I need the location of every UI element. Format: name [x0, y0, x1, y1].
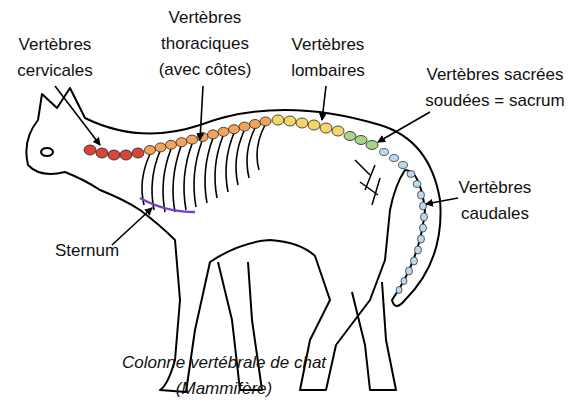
sacral-vertebra: [366, 141, 378, 150]
rib: [215, 136, 223, 198]
caudal-vertebra: [406, 267, 413, 275]
caudal-vertebra: [420, 202, 427, 210]
cervical-vertebra: [132, 148, 144, 158]
thoracic-vertebra: [166, 140, 177, 149]
rib: [142, 154, 150, 205]
cat-eye: [41, 148, 53, 156]
figure-caption: Colonne vertébrale de chat (Mammifère): [108, 350, 340, 402]
leader-line: [112, 208, 152, 245]
part-label: Sternum: [42, 238, 132, 264]
leader-line: [378, 112, 430, 142]
caudal-vertebra: [420, 224, 427, 232]
thoracic-vertebra: [229, 125, 240, 134]
pelvis-sketch: [355, 160, 380, 205]
caudal-vertebra: [418, 191, 425, 199]
caudal-vertebra: [401, 278, 407, 285]
caudal-vertebra: [418, 235, 425, 243]
caudal-vertebra: [380, 149, 389, 156]
leader-line: [322, 86, 326, 120]
cervical-vertebra: [108, 150, 120, 160]
rib: [257, 125, 265, 170]
leader-line: [426, 198, 458, 204]
cervical-vertebra: [84, 145, 96, 155]
thoracic-vertebra: [197, 133, 208, 142]
caudal-vertebra: [390, 155, 399, 162]
part-label: Vertèbres caudales: [430, 175, 560, 227]
rib: [247, 128, 255, 178]
thoracic-vertebra: [208, 130, 219, 139]
leader-line: [55, 86, 100, 145]
leader-line: [200, 86, 203, 140]
cervical-vertebra: [120, 150, 132, 160]
rib: [194, 141, 202, 207]
sacral-vertebra: [355, 136, 367, 145]
rib: [226, 133, 234, 192]
thoracic-vertebra: [218, 127, 229, 136]
lumbar-vertebra: [284, 116, 296, 126]
hind-leg-back: [352, 282, 396, 390]
sacral-vertebra: [344, 132, 356, 141]
thoracic-vertebra: [260, 117, 271, 126]
cat-outline: [26, 88, 440, 392]
lumbar-vertebra: [320, 123, 332, 133]
rib: [236, 131, 244, 185]
caudal-vertebra: [411, 257, 418, 265]
lumbar-vertebra: [332, 126, 344, 136]
thoracic-vertebra: [155, 143, 166, 152]
thoracic-vertebra: [187, 135, 198, 144]
part-label: Vertèbres thoraciques (avec côtes): [145, 5, 265, 83]
cervical-vertebra: [96, 148, 108, 158]
sternum: [140, 198, 195, 212]
thoracic-vertebra: [250, 120, 261, 129]
part-label: Vertèbres sacrées soudées = sacrum: [405, 62, 585, 114]
caudal-vertebra: [407, 171, 415, 178]
rib: [205, 138, 213, 203]
rib: [163, 149, 171, 212]
lumbar-vertebra: [272, 115, 284, 125]
caudal-vertebra: [413, 181, 421, 188]
rib: [152, 151, 160, 210]
caudal-vertebra: [421, 213, 428, 221]
part-label: Vertèbres lombaires: [268, 32, 388, 84]
thoracic-vertebra: [145, 146, 156, 155]
lumbar-vertebra: [308, 120, 320, 130]
rib: [184, 144, 192, 210]
thoracic-vertebra: [176, 138, 187, 147]
thoracic-vertebra: [239, 122, 250, 131]
caudal-vertebra: [415, 246, 422, 254]
caudal-vertebra: [396, 287, 402, 294]
part-label: Vertèbres cervicales: [0, 32, 110, 84]
lumbar-vertebra: [296, 118, 308, 128]
caudal-vertebra: [399, 162, 408, 169]
rib: [173, 146, 181, 212]
